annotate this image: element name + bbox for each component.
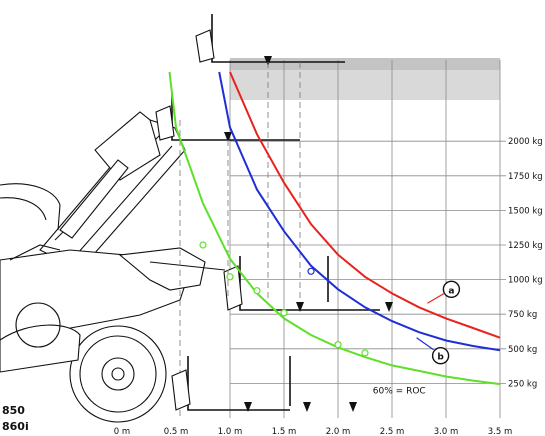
wheel-loader-illustration <box>0 111 226 423</box>
fork-middle <box>223 256 393 312</box>
series-line-1 <box>229 71 500 339</box>
curve-marker <box>334 341 342 349</box>
fork-top <box>195 14 345 66</box>
fork-positions <box>155 14 393 412</box>
marker-layer <box>199 241 369 357</box>
x-tick-label: 3.5 m <box>488 427 513 436</box>
y-tick-label: 250 kg <box>508 379 537 389</box>
x-tick-label: 1.5 m <box>272 427 297 436</box>
y-tick-label: 2000 kg <box>508 137 543 147</box>
x-tick-label: 3.0 m <box>434 427 459 436</box>
curve-marker <box>199 241 207 249</box>
y-tick-label: 1250 kg <box>508 241 543 251</box>
annotation-leader-a <box>427 292 445 304</box>
label-layer: 0 m 0.5 m 1.0 m 1.5 m 2.0 m 2.5 m 3.0 m 3.5 m 25… <box>114 137 543 436</box>
shaded-band-top <box>230 58 500 70</box>
curve-marker <box>361 349 369 357</box>
curve-marker <box>307 267 315 275</box>
annotation-leader-b <box>416 337 434 351</box>
y-tick-label: 500 kg <box>508 345 537 355</box>
y-tick-label: 1750 kg <box>508 172 543 182</box>
annotation-circle-a <box>442 280 461 298</box>
x-tick-label: 2.5 m <box>380 427 405 436</box>
x-tick-label: 1.0 m <box>218 427 243 436</box>
model-label-860i: 860i <box>2 420 29 433</box>
annotation-circle-b <box>431 347 450 365</box>
grid-layer <box>229 60 506 418</box>
front-wheel <box>69 325 167 423</box>
curve-marker <box>226 273 234 281</box>
series-line-2 <box>218 71 500 352</box>
series-layer <box>168 71 500 386</box>
annotation-label-a: a <box>448 286 454 296</box>
curve-marker <box>253 287 261 295</box>
x-tick-label: 0.5 m <box>164 427 189 436</box>
x-tick-label: 2.0 m <box>326 427 351 436</box>
model-label-850: 850 <box>2 404 25 417</box>
y-tick-label: 1000 kg <box>508 276 543 286</box>
fork-bottom <box>171 356 357 412</box>
annotation-roc: 60% = ROC <box>373 386 426 396</box>
y-tick-label: 1500 kg <box>508 206 543 216</box>
x-tick-label: 0 m <box>114 427 130 436</box>
annotation-label-b: b <box>437 353 444 363</box>
series-line-3 <box>168 71 500 386</box>
fork-upper <box>155 92 300 142</box>
y-tick-label: 750 kg <box>508 310 537 320</box>
curve-marker <box>280 309 288 317</box>
